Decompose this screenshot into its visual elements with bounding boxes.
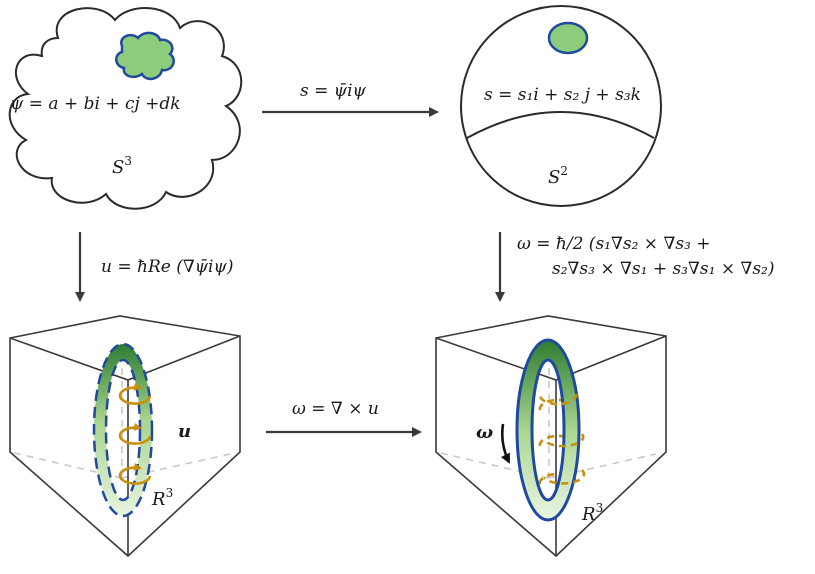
swirl-arc-icon: [542, 433, 585, 448]
s3-space-label: S3: [112, 154, 132, 178]
cube-right-swirls-front: [538, 393, 586, 485]
s2-equation: s = s₁i + s₂ j + s₃k: [484, 85, 641, 105]
swirl-arrow-icon: [118, 382, 152, 405]
cube-left-outline: [9, 315, 241, 558]
map-left-group: u = ħRe (∇ψ̄iψ): [75, 232, 233, 302]
cube-left-ring-outer: [92, 342, 154, 518]
map-left-label: u = ħRe (∇ψ̄iψ): [101, 257, 233, 277]
map-right-line2: s₂∇s₃ × ∇s₁ + s₃∇s₁ × ∇s₂): [552, 259, 775, 279]
cube-right-outline: [435, 315, 667, 558]
swirl-arrow-icon: [118, 422, 152, 445]
swirl-arrow-icon: [118, 462, 152, 485]
map-right-group: ω = ħ/2 (s₁∇s₂ × ∇s₃ + s₂∇s₃ × ∇s₁ + s₃∇…: [495, 232, 775, 302]
s3-cloud-shape: [8, 7, 243, 210]
map-bottom-label: ω = ∇ × u: [292, 399, 379, 419]
cube-right-group: ω R3: [435, 315, 667, 558]
s3-cloud-group: ψ = a + bi + cj +dk S3: [8, 7, 243, 210]
cube-right-field-label: ω: [476, 422, 493, 443]
cube-left-swirls: [118, 382, 152, 485]
map-right-line1: ω = ħ/2 (s₁∇s₂ × ∇s₃ +: [517, 234, 711, 254]
s2-equator: [466, 111, 655, 139]
cube-right-vortex-ring: [517, 340, 579, 520]
cube-right-space-label: R3: [581, 501, 603, 525]
s2-patch: [547, 21, 589, 55]
s3-patch: [115, 31, 175, 81]
cube-left-group: u R3: [9, 315, 241, 558]
s2-space-label: S2: [548, 164, 568, 188]
s2-sphere: [460, 5, 662, 207]
s3-equation: ψ = a + bi + cj +dk: [10, 94, 181, 114]
s2-sphere-group: s = s₁i + s₂ j + s₃k S2: [460, 5, 662, 207]
map-bottom-group: ω = ∇ × u: [266, 399, 422, 437]
omega-direction-arrow-icon: [500, 423, 511, 464]
map-top-group: s = ψ̄iψ: [262, 81, 439, 117]
map-top-label: s = ψ̄iψ: [300, 81, 367, 101]
cube-right-ring-outer: [515, 338, 581, 522]
cube-right-ring-inner: [530, 358, 566, 502]
swirl-arc-icon: [543, 469, 586, 485]
cube-left-field-label: u: [178, 421, 191, 442]
swirl-arc-icon: [538, 393, 578, 406]
cube-left-space-label: R3: [151, 486, 173, 510]
